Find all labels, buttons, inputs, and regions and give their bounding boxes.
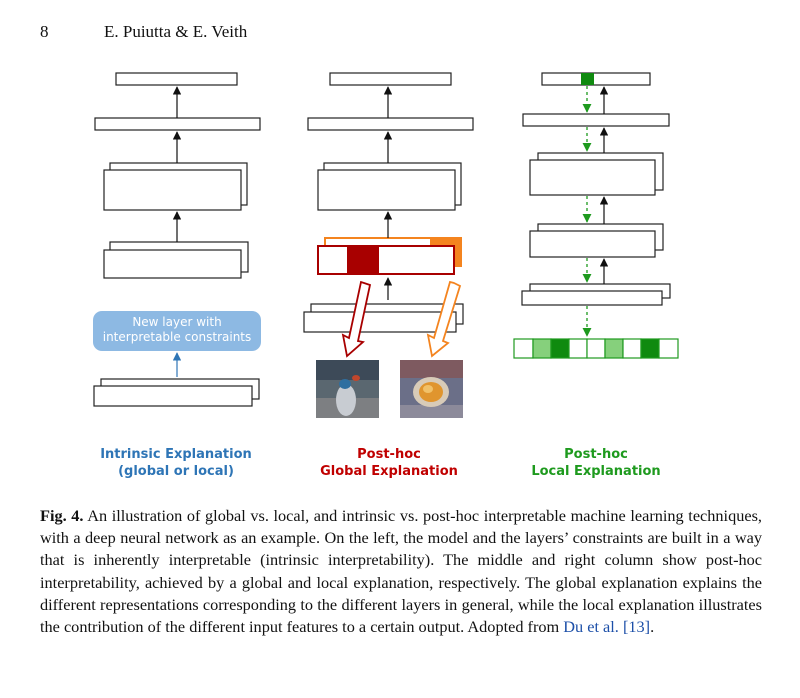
local-label: Local Explanation [531,464,660,479]
figure-4-diagram: New layer with interpretable constraints [93,72,679,479]
red-neuron [347,246,379,274]
feature-visualization-image [316,360,379,418]
output-layer [329,72,452,86]
output-layer [541,72,651,86]
global-network [303,72,474,418]
hidden-layer [103,249,242,279]
hidden-layer [94,117,261,131]
local-network [513,72,679,359]
local-label: Post-hoc [564,447,628,462]
citation-reference[interactable]: [13] [622,617,651,637]
caption-text: An illustration of global vs. local, and… [40,506,762,637]
page-header: 8 E. Puiutta & E. Veith [40,22,760,48]
caption-end: . [650,617,655,637]
page-number: 8 [40,22,49,41]
red-hollow-arrow [341,280,372,358]
hidden-layer [522,113,670,127]
hidden-layer [529,159,656,196]
global-label: Post-hoc [357,447,421,462]
input-layer [93,385,253,407]
global-label: Global Explanation [320,464,458,479]
intrinsic-network: New layer with interpretable constraints [93,72,261,407]
output-neuron-highlight [581,73,594,85]
output-layer [115,72,238,86]
hidden-layer [307,117,474,131]
input-layer [521,290,663,306]
orange-hollow-arrow [426,280,462,358]
figure-label: Fig. 4. [40,506,84,525]
highlighted-layer [317,245,455,275]
feature-visualization-image [400,360,463,418]
figure-caption: Fig. 4. An illustration of global vs. lo… [40,505,762,638]
interpretable-layer-label: interpretable constraints [103,330,252,344]
interpretable-layer [93,311,261,351]
intrinsic-label: (global or local) [118,464,234,479]
hidden-layer [317,169,456,211]
input-layer [303,311,457,333]
hidden-layer [103,169,242,211]
citation-link[interactable]: Du et al. [563,617,619,637]
feature-attribution-strip [513,338,679,359]
hidden-layer [529,230,656,258]
running-authors: E. Puiutta & E. Veith [104,22,248,41]
interpretable-layer-label: New layer with [132,315,221,329]
intrinsic-label: Intrinsic Explanation [100,447,252,462]
